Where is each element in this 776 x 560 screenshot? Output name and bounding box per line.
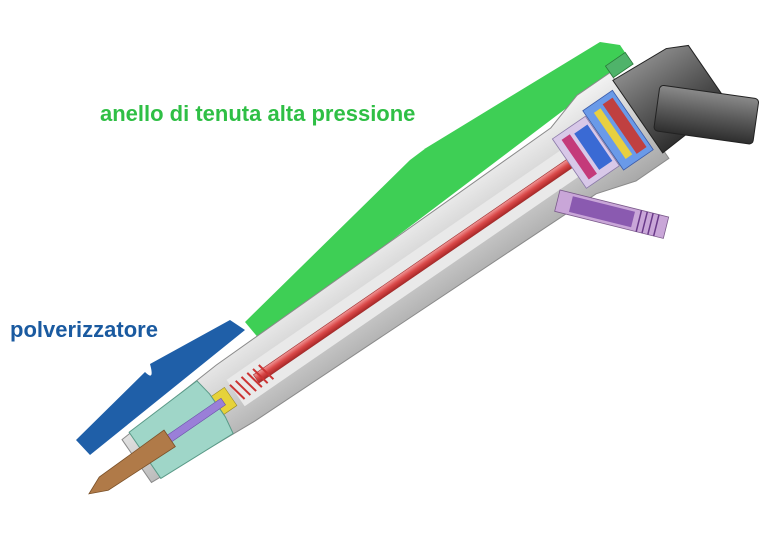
nozzle-spring [229, 364, 275, 400]
injector-body [88, 44, 723, 495]
high-pressure-seal-bracket [245, 42, 630, 340]
nozzle-tip [88, 429, 176, 495]
connector-clip [604, 51, 634, 79]
nozzle-label: polverizzatore [10, 317, 158, 342]
high-pressure-seal-label: anello di tenuta alta pressione [100, 101, 416, 126]
return-block [653, 85, 760, 145]
fuel-inlet [554, 189, 670, 239]
solenoid-assembly [551, 89, 654, 189]
nozzle-bracket [76, 320, 245, 455]
